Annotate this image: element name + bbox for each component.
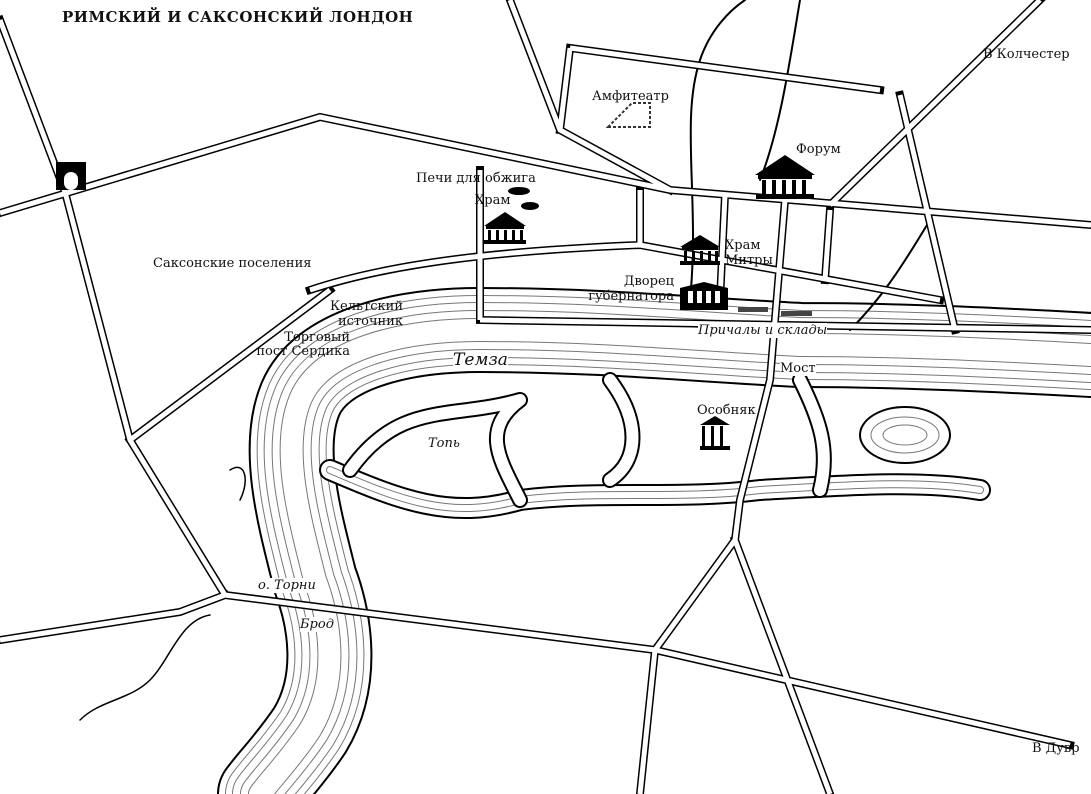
- mithras-temple-icon: [680, 235, 720, 265]
- label-saxon-settlements: Саксонские поселения: [153, 256, 312, 271]
- label-mithras-1: Храм: [725, 238, 761, 253]
- label-thames: Темза: [453, 350, 508, 370]
- mansion-icon: [700, 416, 730, 450]
- gate-icon: [56, 162, 86, 190]
- label-trading-post-1: Торговый: [284, 330, 350, 345]
- label-bridge: Мост: [780, 361, 816, 376]
- label-thorney-island: о. Торни: [258, 578, 316, 593]
- kiln-icons: [508, 187, 539, 210]
- label-colchester: В Колчестер: [983, 47, 1070, 62]
- label-mithras-2: Митры: [725, 253, 773, 268]
- label-spring-2: источник: [337, 314, 403, 329]
- label-trading-post-2: пост Сердика: [256, 344, 350, 359]
- label-temple: Храм: [475, 193, 511, 208]
- icons: [56, 102, 815, 450]
- label-spring-1: Кельтский: [329, 299, 403, 314]
- warehouse-icons: [738, 307, 812, 316]
- label-marsh: Топь: [428, 436, 460, 451]
- map-title: РИМСКИЙ И САКСОНСКИЙ ЛОНДОН: [62, 8, 414, 26]
- palace-icon: [680, 282, 728, 310]
- label-amphitheatre: Амфитеатр: [592, 89, 669, 104]
- label-ford: Брод: [300, 617, 334, 632]
- label-forum: Форум: [796, 142, 841, 157]
- amphitheatre-icon: [605, 102, 651, 128]
- label-dover: В Дувр: [1032, 741, 1080, 756]
- label-mansion: Особняк: [697, 403, 756, 418]
- label-palace-1: Дворец: [623, 274, 674, 289]
- river-thames: [79, 0, 1091, 794]
- temple-icon: [484, 212, 526, 244]
- label-wharves: Причалы и склады: [698, 323, 828, 338]
- label-palace-2: губернатора: [588, 289, 674, 304]
- forum-icon: [755, 155, 815, 199]
- label-kilns: Печи для обжига: [416, 171, 536, 186]
